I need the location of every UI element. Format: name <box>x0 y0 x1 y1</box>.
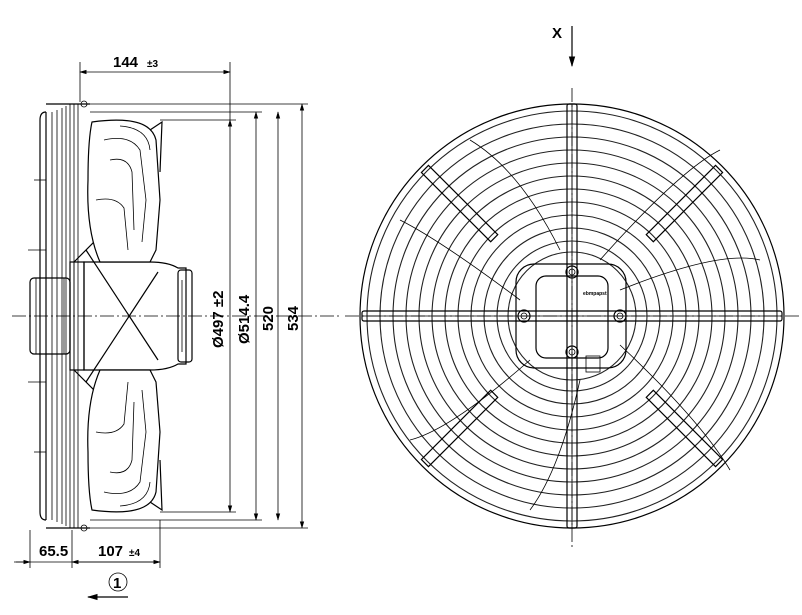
dim-534: 534 <box>285 103 305 529</box>
guard-struts <box>361 103 783 529</box>
dim-144-value: 144 <box>113 54 139 71</box>
side-view: 144 ±3 Ø497 ±2 Ø514.4 520 534 <box>12 54 342 601</box>
dim-144-tolerance: ±3 <box>147 59 158 70</box>
dim-534-text: 534 <box>285 305 302 331</box>
dim-grille-diameter: Ø514.4 <box>236 111 259 521</box>
plate-brand-label: ebmpapst <box>583 291 607 297</box>
impeller-blades-behind <box>399 139 761 511</box>
lower-blade <box>87 369 163 513</box>
dim-520: 520 <box>260 111 281 521</box>
view-x-label: X <box>552 25 562 42</box>
dim-blade-diameter-text: Ø497 ±2 <box>210 291 227 348</box>
view-x-marker: X <box>552 25 576 68</box>
dim-grille-diameter-text: Ø514.4 <box>236 294 253 344</box>
dim-blade-diameter: Ø497 ±2 <box>210 119 233 513</box>
dim-520-text: 520 <box>260 306 277 331</box>
dim-107-tolerance: ±4 <box>129 548 140 559</box>
dim-144: 144 ±3 <box>79 54 231 120</box>
upper-blade <box>87 119 163 263</box>
motor-plate: ebmpapst <box>515 263 627 373</box>
motor-stator <box>29 261 85 371</box>
airflow-marker-label: 1 <box>113 575 121 592</box>
airflow-marker: 1 <box>86 572 128 601</box>
front-view: X <box>345 25 800 548</box>
dim-107-value: 107 <box>98 543 123 560</box>
dim-bottom: 65.5 107 ±4 <box>14 520 161 568</box>
dim-65-5-text: 65.5 <box>39 543 68 560</box>
